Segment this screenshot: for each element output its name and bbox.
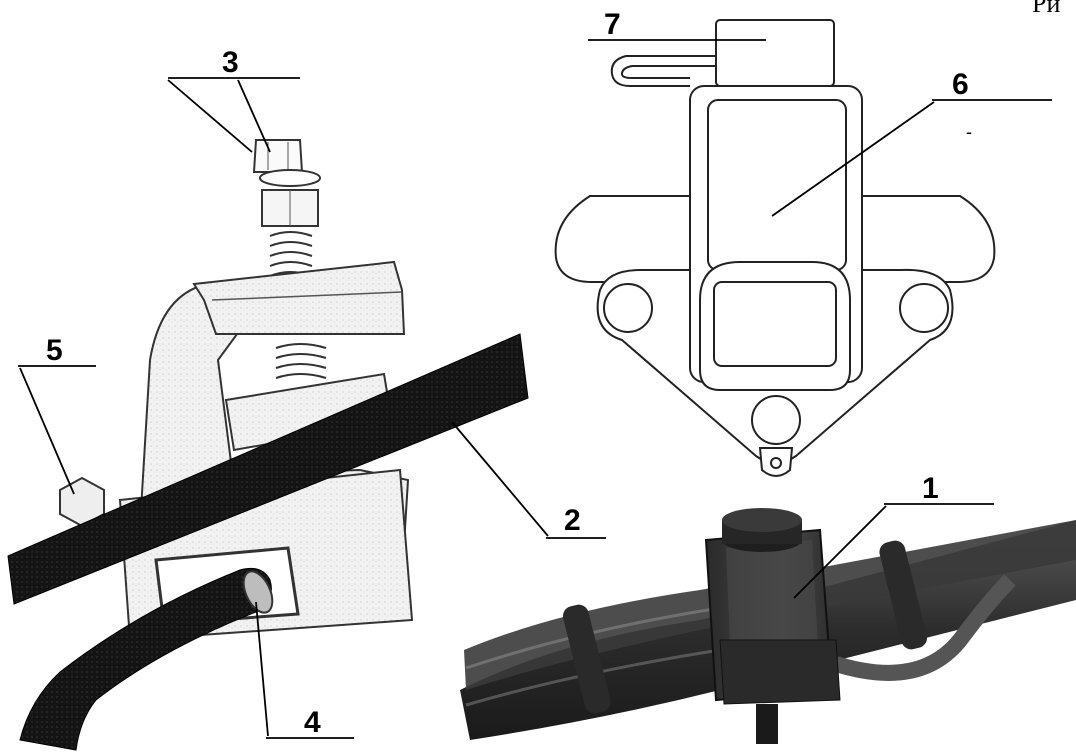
- clamp-render: [460, 508, 1076, 744]
- callout-6: 6: [952, 68, 969, 101]
- callout-1: 1: [922, 472, 939, 505]
- clamp-bolt: [252, 139, 321, 277]
- leader-lines: [18, 39, 1052, 739]
- callout-3: 3: [222, 46, 239, 79]
- callout-5: 5: [46, 334, 63, 367]
- callout-labels: 3 5 2 4 7 6 1: [46, 8, 969, 739]
- callout-2: 2: [564, 504, 581, 537]
- clamp-drawing: [7, 139, 529, 751]
- dash-mark: -: [966, 122, 972, 142]
- callout-7: 7: [604, 8, 621, 41]
- clamp-outline-drawing: [554, 19, 996, 477]
- callout-4: 4: [304, 706, 321, 739]
- corner-text: Ри: [1032, 0, 1060, 18]
